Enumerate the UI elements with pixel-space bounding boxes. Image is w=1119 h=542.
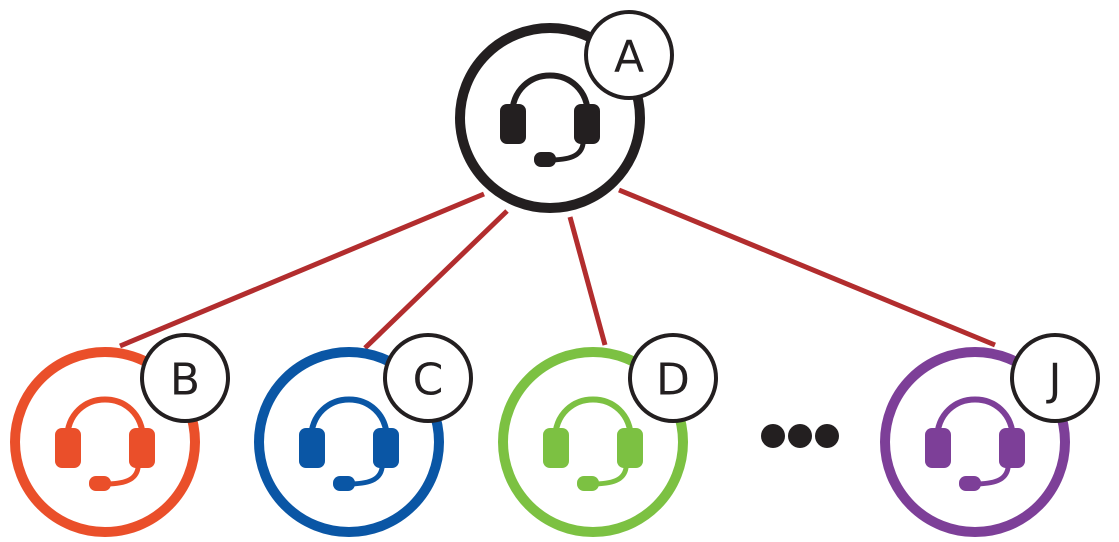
link-a-j [618,187,996,348]
node-badge-label: B [170,355,200,406]
headset-band [64,396,146,443]
headset-ear-cup [574,104,600,144]
headset-ear-cup [617,428,643,468]
hub-badge: A [584,10,674,100]
headset-ear-cup [543,428,569,468]
hub-badge-label: A [614,32,644,83]
node-badge: D [628,333,718,423]
ellipsis-dot [788,424,812,448]
headset-mic-tip [89,476,111,491]
headset-mic-tip [577,476,599,491]
link-a-d [567,216,608,346]
node-badge-circle [628,333,718,423]
node-badge-circle [140,333,230,423]
node-b: B [10,333,230,537]
headset-ear-cup [500,104,526,144]
headset-band [552,396,634,443]
node-j: J [880,333,1100,537]
headset-icon [543,396,643,491]
headset-ear-cup [55,428,81,468]
headset-icon [55,396,155,491]
headset-mic-tip [959,476,981,491]
node-badge-circle [383,333,473,423]
link-a-c [363,209,509,350]
connection-lines [119,187,996,350]
headset-icon [299,396,399,491]
node-badge: J [1010,333,1100,423]
headset-ear-cup [299,428,325,468]
node-c: C [254,333,473,537]
node-d: D [498,333,718,537]
node-badge-label: J [1046,355,1062,406]
link-a-b [119,191,485,349]
node-badge: B [140,333,230,423]
headset-ear-cup [925,428,951,468]
headset-band [934,396,1016,443]
ellipsis-icon [761,424,839,448]
headset-ear-cup [999,428,1025,468]
headset-band [308,396,390,443]
node-badge-circle [1010,333,1100,423]
headset-band [509,72,591,119]
headset-ear-cup [129,428,155,468]
node-badge: C [383,333,473,423]
headset-mic-tip [534,152,556,167]
headset-ear-cup [373,428,399,468]
hub-node: A [455,10,674,213]
headset-icon [500,72,600,167]
ellipsis-dot [761,424,785,448]
headset-mic-tip [333,476,355,491]
node-badge-label: C [413,355,444,406]
headset-icon [925,396,1025,491]
ellipsis-dot [815,424,839,448]
node-badge-label: D [656,355,690,406]
hub-badge-circle [584,10,674,100]
